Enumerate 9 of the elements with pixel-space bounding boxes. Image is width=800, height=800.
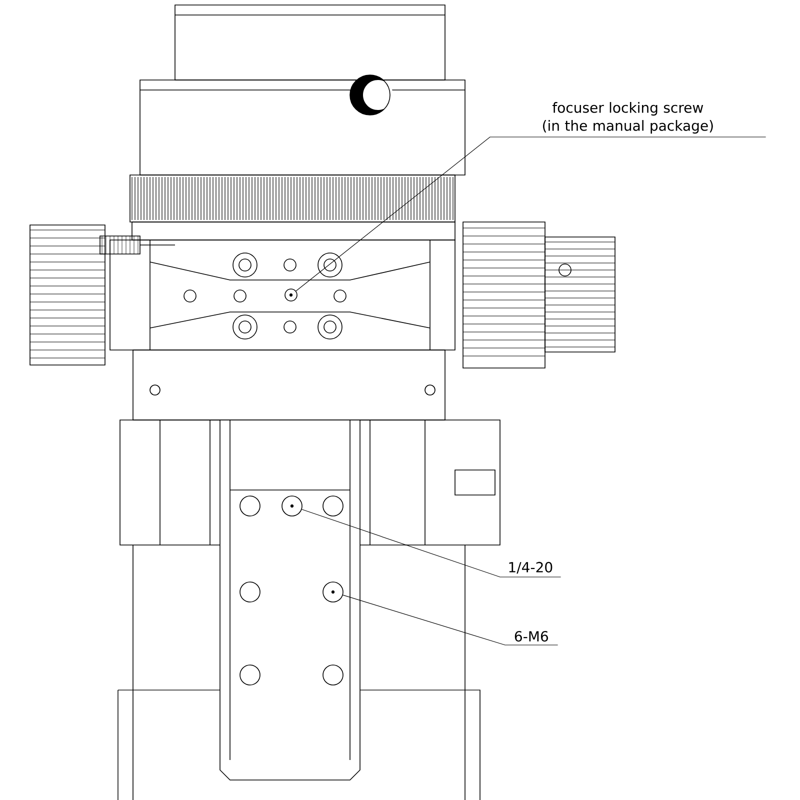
callout-label: 1/4-20 (509, 562, 552, 574)
hole (284, 288, 298, 302)
callout-label: focuser locking screw (in the manual package) (543, 102, 713, 134)
hole (322, 582, 344, 602)
hole (282, 496, 302, 516)
leader-line (302, 509, 562, 578)
leader-line (342, 594, 558, 646)
callout-label: 6-M6 (514, 631, 548, 642)
leader-line (296, 136, 766, 292)
